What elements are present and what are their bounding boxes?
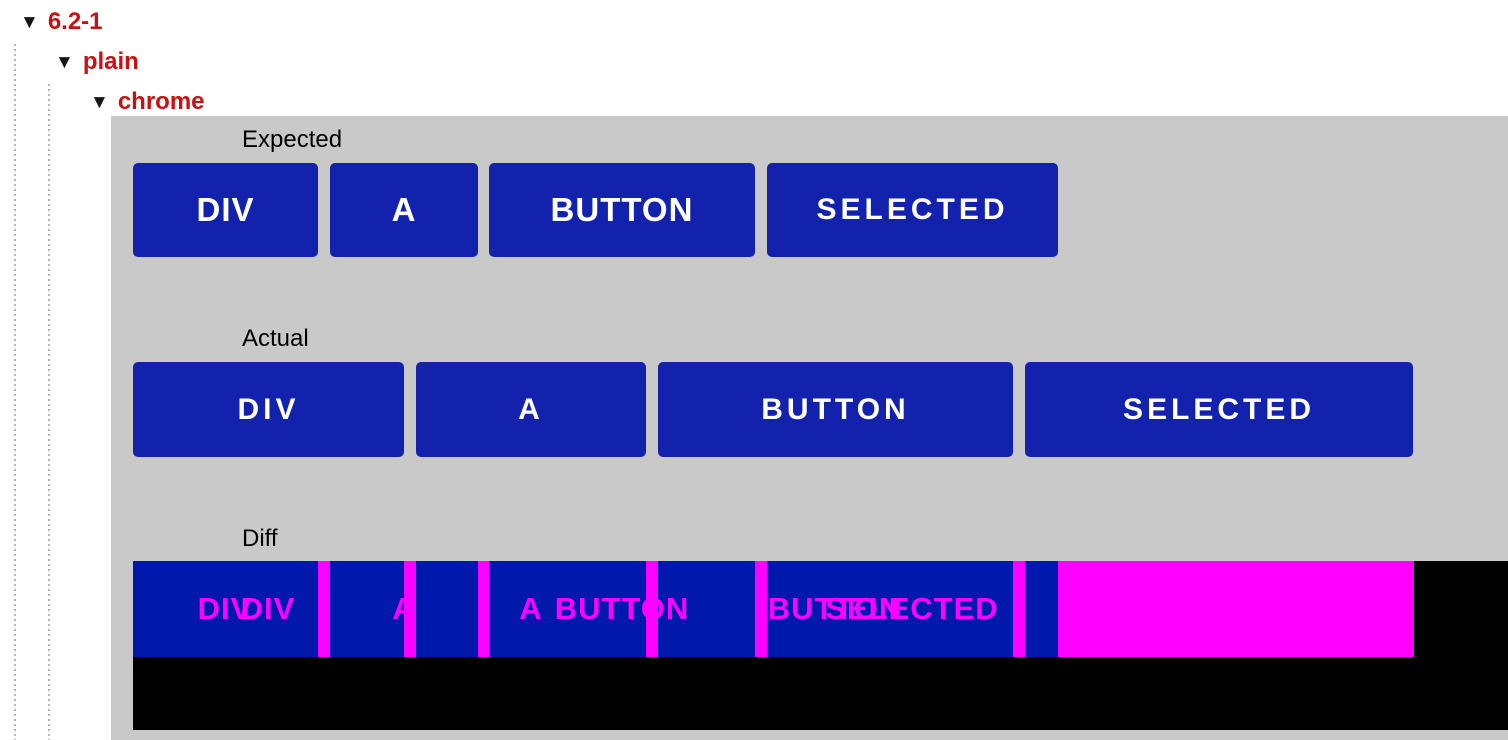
screenshot-button-selected: SELECTED bbox=[1025, 362, 1413, 457]
tree-indent-guide bbox=[48, 84, 50, 740]
diff-ghost-text-a: A bbox=[392, 591, 416, 626]
diff-highlight-bar bbox=[478, 561, 489, 657]
diff-ghost-text-selected: SELECTED bbox=[825, 591, 999, 626]
screenshot-button-div: DIV bbox=[133, 163, 318, 257]
diff-section-label: Diff bbox=[242, 525, 278, 552]
tree-node-plain[interactable]: ▼ plain bbox=[55, 48, 139, 76]
diff-highlight-bar bbox=[1013, 561, 1025, 657]
diff-highlight-block bbox=[1058, 561, 1414, 657]
expander-triangle-icon[interactable]: ▼ bbox=[20, 11, 39, 33]
screenshot-button-button: BUTTON bbox=[658, 362, 1013, 457]
tree-node-label: 6.2-1 bbox=[47, 8, 103, 35]
screenshot-button-div: DIV bbox=[133, 362, 404, 457]
tree-node-6.2-1[interactable]: ▼ 6.2-1 bbox=[20, 8, 103, 36]
diff-highlight-bar bbox=[318, 561, 330, 657]
diff-ghost-text-div: DIV bbox=[240, 591, 296, 626]
screenshot-button-button: BUTTON bbox=[489, 163, 755, 257]
expected-section-label: Expected bbox=[242, 126, 343, 153]
tree-node-label: chrome bbox=[117, 88, 205, 115]
actual-section-label: Actual bbox=[242, 325, 309, 352]
tree-node-chrome[interactable]: ▼ chrome bbox=[90, 88, 205, 116]
expander-triangle-icon[interactable]: ▼ bbox=[55, 51, 74, 73]
diff-ghost-text-a: A bbox=[519, 591, 543, 626]
tree-indent-guide bbox=[14, 44, 16, 740]
diff-highlight-bar bbox=[646, 561, 658, 657]
tree-node-label: plain bbox=[82, 48, 139, 75]
screenshot-button-a: A bbox=[330, 163, 478, 257]
screenshot-button-a: A bbox=[416, 362, 646, 457]
diff-highlight-bar bbox=[755, 561, 767, 657]
diff-highlight-bar bbox=[404, 561, 416, 657]
diff-ghost-text-div: DIV bbox=[197, 591, 253, 626]
screenshot-button-selected: SELECTED bbox=[767, 163, 1058, 257]
diff-ghost-text-button: BUTTON bbox=[554, 591, 690, 626]
expander-triangle-icon[interactable]: ▼ bbox=[90, 91, 109, 113]
diff-ghost-text-button: BUTTON bbox=[767, 591, 903, 626]
